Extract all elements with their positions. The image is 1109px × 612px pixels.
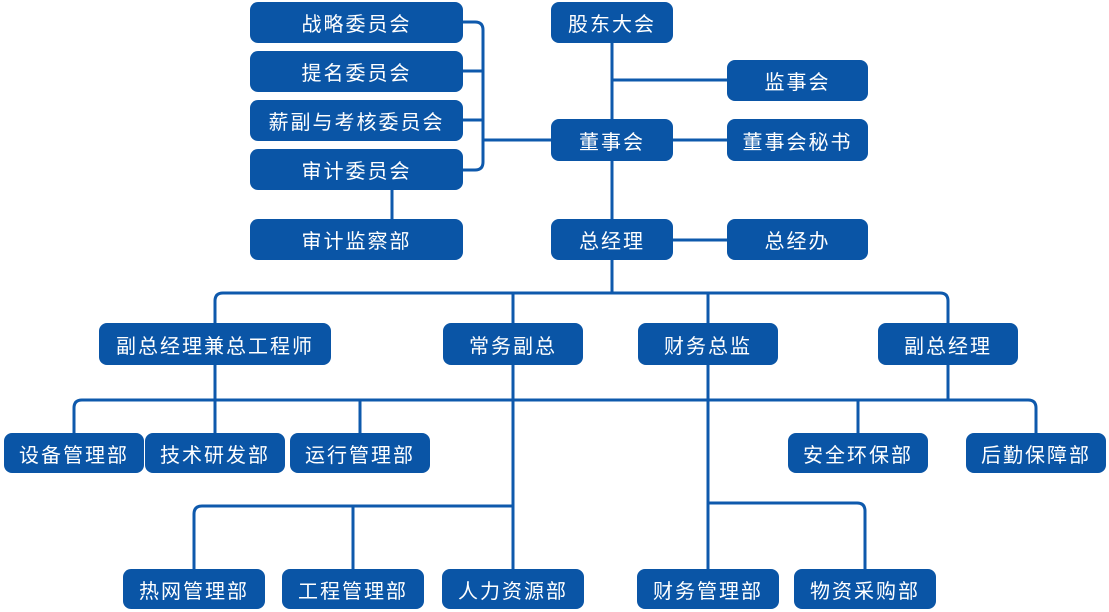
node-engineering-dept: 工程管理部 <box>282 569 424 609</box>
node-procurement-dept: 物资采购部 <box>794 569 936 609</box>
node-heat-network-dept: 热网管理部 <box>123 569 265 609</box>
node-general-manager: 总经理 <box>551 219 673 260</box>
node-operations-dept: 运行管理部 <box>290 433 430 473</box>
node-vp: 副总经理 <box>878 323 1018 365</box>
node-finance-dept: 财务管理部 <box>637 569 779 609</box>
connector-procurement-branch <box>708 501 867 569</box>
node-audit-committee: 审计委员会 <box>250 149 463 190</box>
node-vp-chief-engineer: 副总经理兼总工程师 <box>99 323 331 365</box>
connector-dept-bus <box>72 398 1038 433</box>
node-cfo: 财务总监 <box>638 323 778 365</box>
node-board-of-directors: 董事会 <box>551 119 673 161</box>
node-board-secretary: 董事会秘书 <box>727 119 868 161</box>
node-supervisory-board: 监事会 <box>727 60 868 101</box>
node-strategy-committee: 战略委员会 <box>250 2 463 43</box>
node-equipment-dept: 设备管理部 <box>4 433 144 473</box>
node-compensation-committee: 薪副与考核委员会 <box>250 100 463 141</box>
connector-committee-bus <box>463 20 485 172</box>
node-safety-env-dept: 安全环保部 <box>788 433 928 473</box>
node-hr-dept: 人力资源部 <box>442 569 584 609</box>
node-tech-rd-dept: 技术研发部 <box>145 433 285 473</box>
node-nomination-committee: 提名委员会 <box>250 51 463 92</box>
node-audit-supervision-dept: 审计监察部 <box>250 219 463 260</box>
node-shareholders-meeting: 股东大会 <box>551 2 673 43</box>
node-gm-office: 总经办 <box>727 219 868 260</box>
connector-bottom-left-bus <box>192 504 513 569</box>
node-executive-vp: 常务副总 <box>443 323 583 365</box>
node-logistics-dept: 后勤保障部 <box>966 433 1106 473</box>
connector-vp-bus <box>213 291 950 323</box>
